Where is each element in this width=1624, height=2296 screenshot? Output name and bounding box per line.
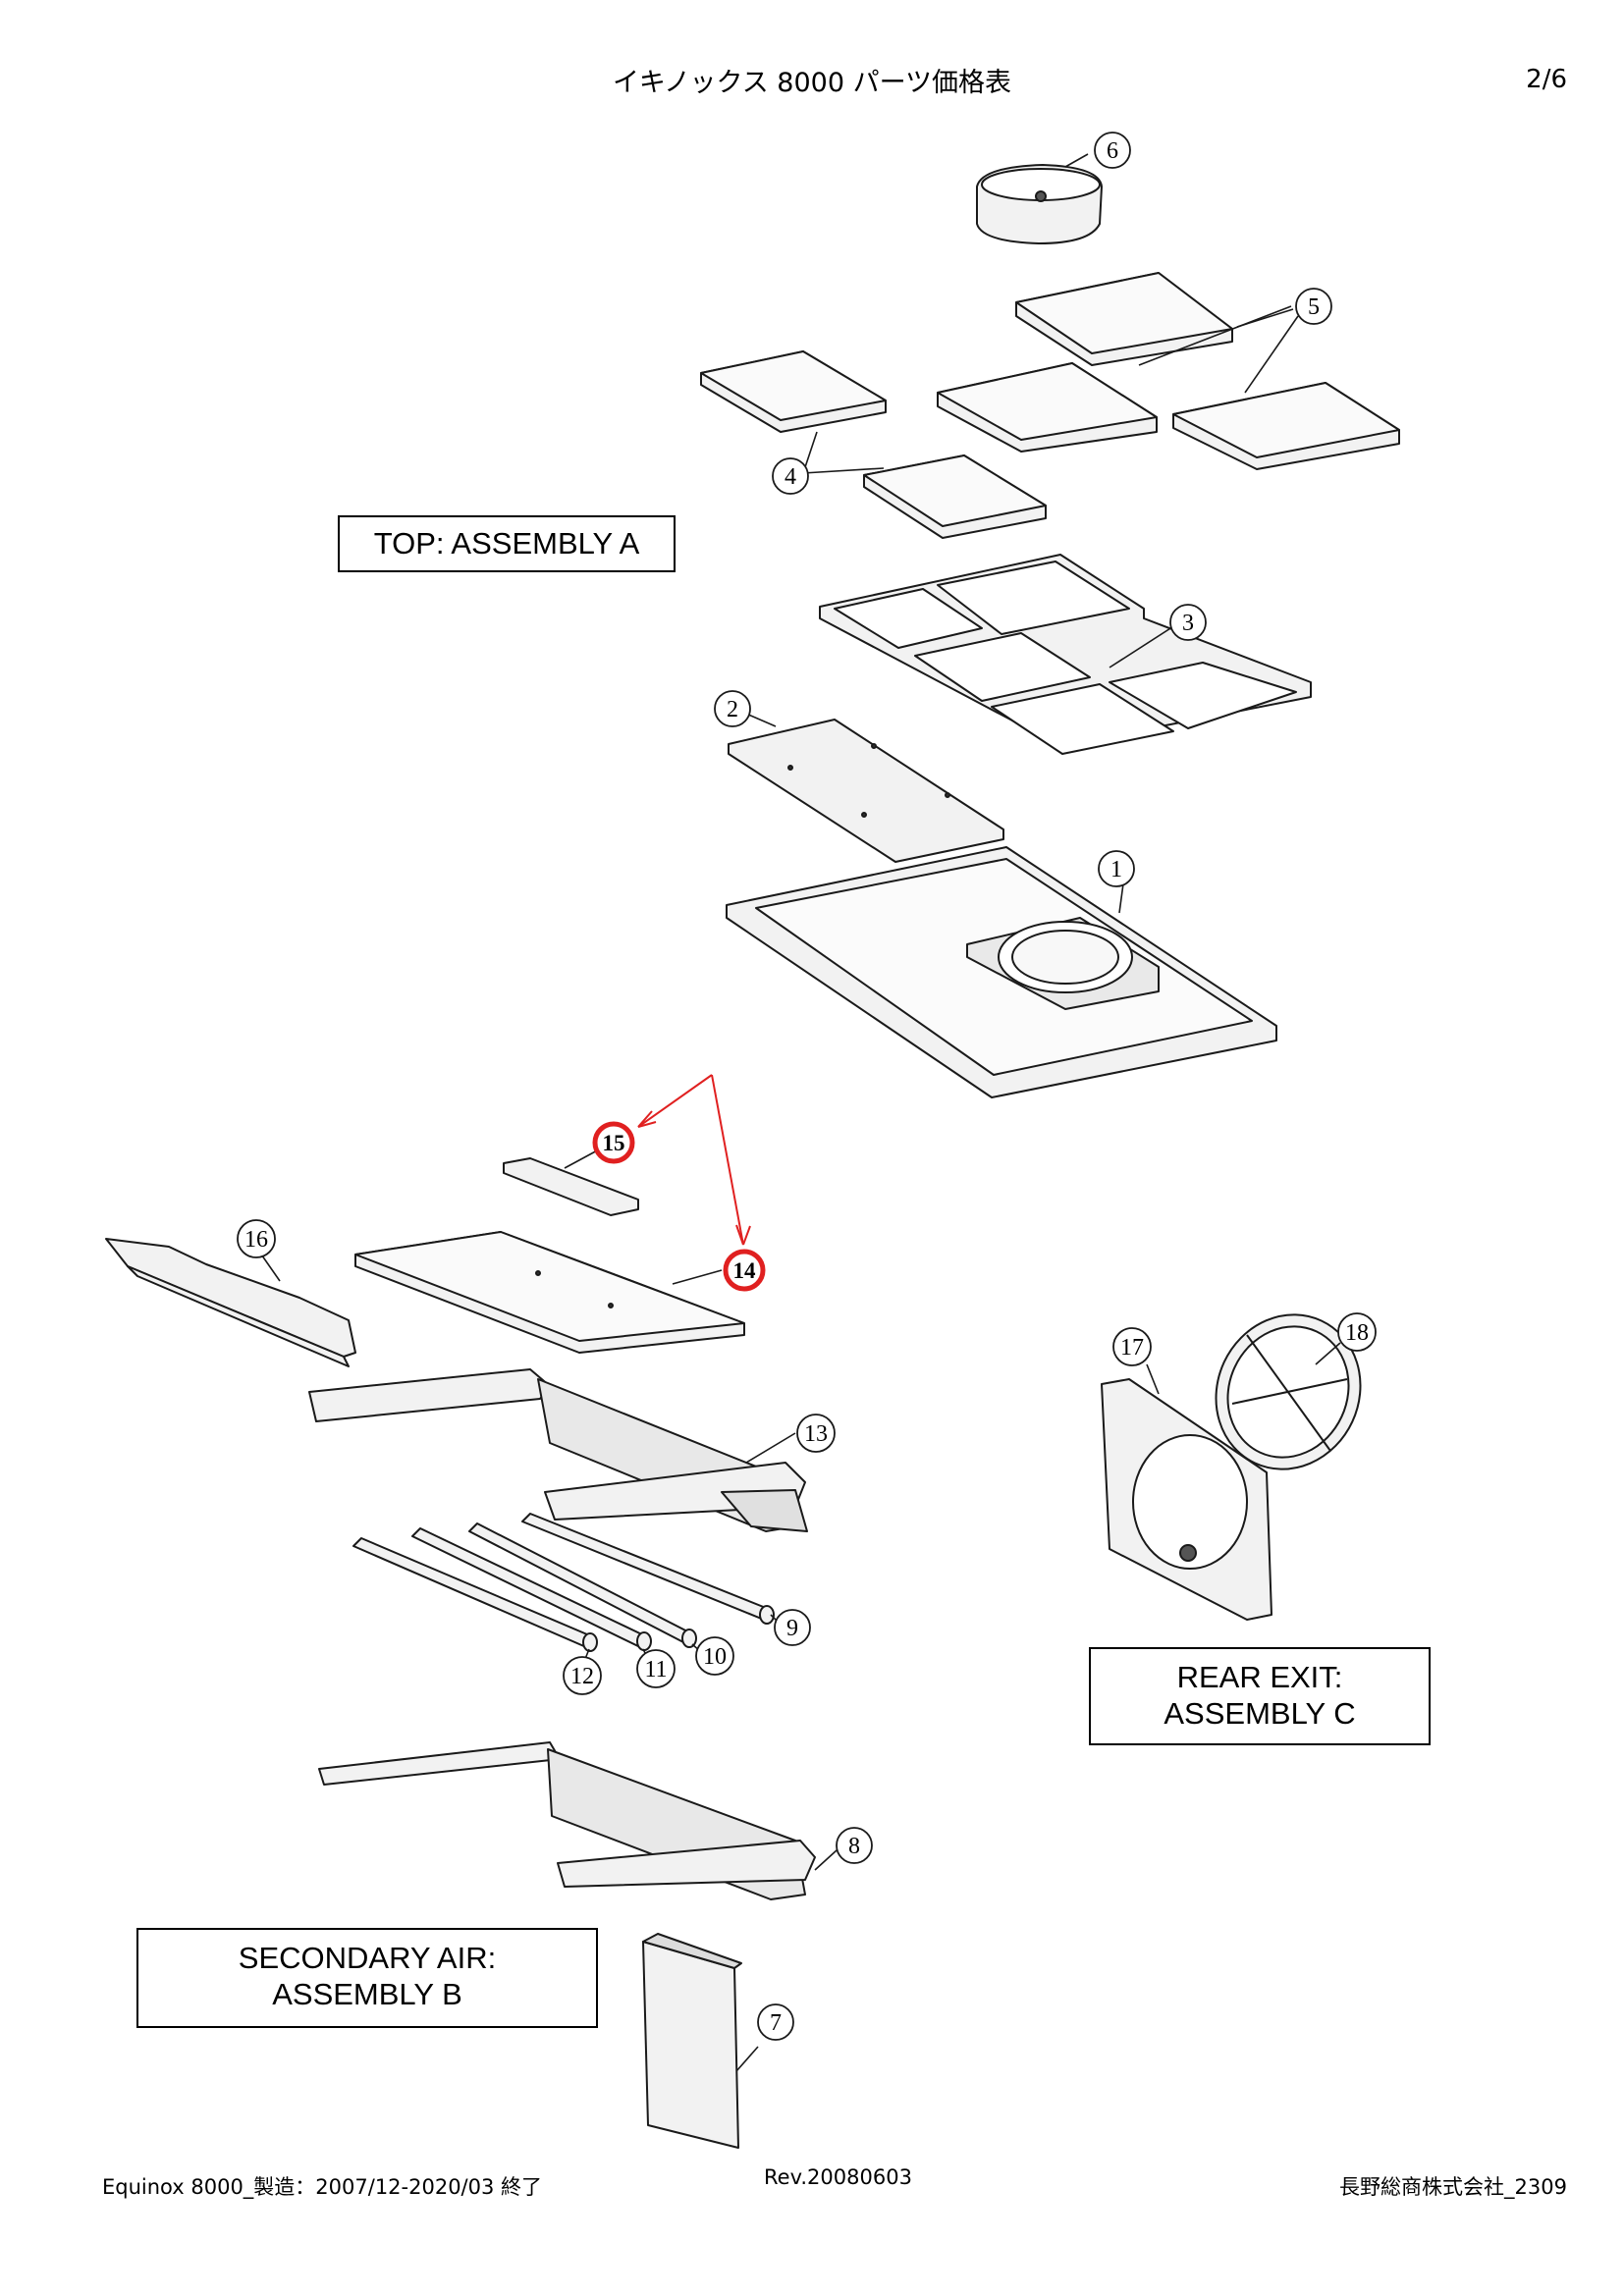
footer-left: Equinox 8000_製造：2007/12-2020/03 終了	[102, 2175, 543, 2199]
svg-text:10: 10	[703, 1644, 727, 1670]
highlighted-callout-group: 15 14	[592, 1121, 766, 1292]
part-6-collar	[976, 164, 1103, 244]
svg-text:5: 5	[1308, 294, 1320, 320]
part-2-plate	[728, 719, 1004, 863]
footer-revision: Rev.20080603	[764, 2165, 912, 2189]
footer-company: 長野総商株式会社_2309	[1339, 2175, 1567, 2199]
leader-lines	[256, 153, 1341, 2072]
callout-10: 10	[695, 1636, 734, 1676]
assembly-c-line2: ASSEMBLY C	[1164, 1696, 1356, 1731]
part-14-baffle	[354, 1231, 745, 1354]
svg-text:17: 17	[1120, 1335, 1144, 1361]
callout-12: 12	[563, 1656, 602, 1695]
assembly-a-label: TOP: ASSEMBLY A	[338, 515, 676, 572]
callout-13: 13	[796, 1414, 836, 1453]
callout-17: 17	[1112, 1327, 1152, 1366]
page-number: 2/6	[1526, 65, 1567, 94]
assembly-c-line1: REAR EXIT:	[1176, 1660, 1343, 1694]
part-15-bracket	[503, 1157, 639, 1216]
svg-text:1: 1	[1110, 857, 1122, 882]
assembly-b-line2: ASSEMBLY B	[272, 1977, 462, 2011]
tubes-9-12	[352, 1513, 775, 1652]
assembly-a-text: TOP: ASSEMBLY A	[373, 526, 640, 561]
callout-2: 2	[714, 690, 751, 727]
callout-18: 18	[1337, 1312, 1377, 1352]
part-18-ring-grate	[1215, 1313, 1362, 1470]
svg-text:6: 6	[1107, 138, 1118, 164]
page-title: イキノックス 8000 パーツ価格表	[612, 68, 1012, 98]
part-16-rail	[105, 1238, 356, 1367]
svg-text:7: 7	[770, 2010, 782, 2036]
callout-6: 6	[1094, 132, 1131, 169]
callout-5: 5	[1295, 288, 1332, 325]
svg-text:11: 11	[644, 1657, 667, 1682]
svg-text:4: 4	[785, 464, 796, 490]
part-17-rear-plate	[1101, 1378, 1272, 1621]
part-3-tile-frame	[819, 554, 1312, 755]
assembly-b-line1: SECONDARY AIR:	[238, 1941, 497, 1975]
part-5-tiles	[937, 272, 1400, 470]
svg-text:18: 18	[1345, 1320, 1369, 1346]
assembly-c-label: REAR EXIT: ASSEMBLY C	[1089, 1647, 1431, 1745]
svg-text:8: 8	[848, 1834, 860, 1859]
svg-text:2: 2	[727, 697, 738, 722]
svg-text:3: 3	[1182, 611, 1194, 636]
callout-7: 7	[757, 2003, 794, 2041]
svg-text:16: 16	[244, 1227, 268, 1253]
callout-4: 4	[772, 457, 809, 495]
callout-16: 16	[237, 1219, 276, 1258]
callout-group: 6 5 4 3 2 1 16 13 9 10 11 12 8 7 17 18	[237, 132, 1377, 2041]
callout-9: 9	[774, 1609, 811, 1646]
part-8-lower-manifold	[318, 1741, 816, 1900]
part-13-manifold	[308, 1368, 808, 1532]
svg-text:14: 14	[733, 1258, 757, 1283]
callout-8: 8	[836, 1827, 873, 1864]
svg-text:12: 12	[570, 1664, 594, 1689]
part-1-top-casting	[726, 846, 1277, 1098]
callout-14-highlighted: 14	[723, 1249, 766, 1292]
callout-1: 1	[1098, 850, 1135, 887]
part-7-panel	[642, 1933, 742, 2149]
callout-11: 11	[636, 1649, 676, 1688]
highlight-arrows	[637, 1074, 751, 1246]
callout-15-highlighted: 15	[592, 1121, 635, 1164]
svg-text:9: 9	[786, 1616, 798, 1641]
assembly-b-label: SECONDARY AIR: ASSEMBLY B	[136, 1928, 598, 2028]
callout-3: 3	[1169, 604, 1207, 641]
svg-text:15: 15	[603, 1131, 625, 1155]
svg-text:13: 13	[804, 1421, 828, 1447]
part-4-tiles	[700, 350, 1047, 539]
